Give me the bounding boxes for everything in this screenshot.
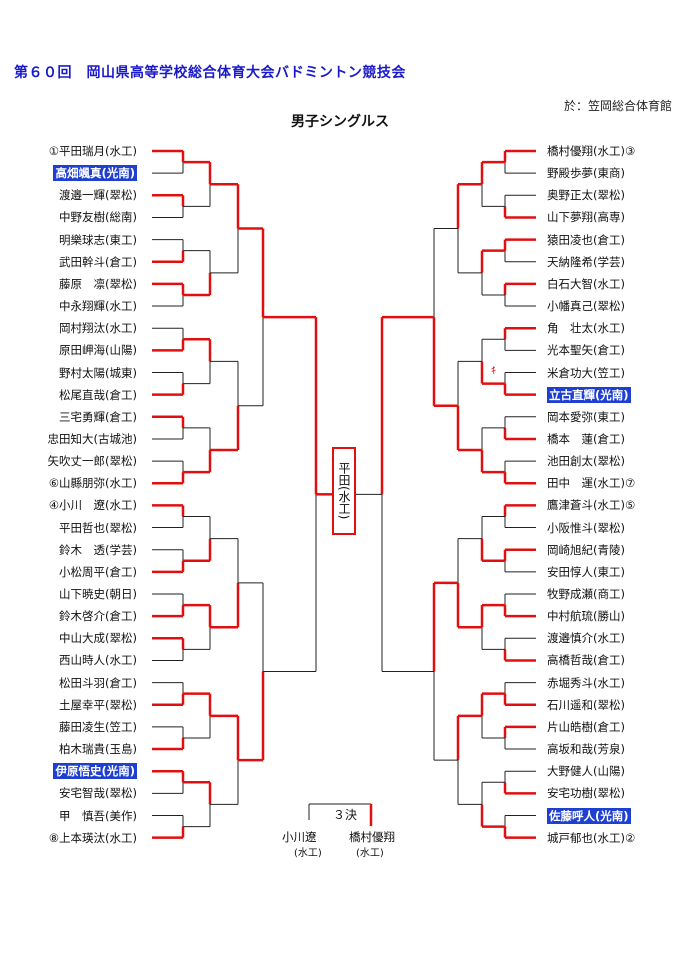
third-place-label: ３決 bbox=[332, 808, 357, 822]
right-player-32: 城戸郁也(水工)② bbox=[547, 830, 636, 845]
left-player-8: 中永翔輝(水工) bbox=[59, 299, 137, 314]
third-place-left-name: 小川遼 bbox=[282, 830, 317, 844]
right-player-4: 山下夢翔(高専) bbox=[547, 210, 625, 225]
third-place-right-affiliation: (水工) bbox=[356, 848, 384, 859]
left-player-19: 鈴木 透(学芸) bbox=[59, 542, 137, 557]
right-player-6: 天納隆希(学芸) bbox=[547, 254, 625, 269]
right-player-14: 橋本 蓮(倉工) bbox=[547, 431, 625, 446]
venue-label: 於：笠岡総合体育館 bbox=[563, 99, 672, 113]
left-player-22: 鈴木啓介(倉工) bbox=[59, 609, 137, 624]
left-player-6: 武田幹斗(倉工) bbox=[59, 254, 137, 269]
left-player-11: 野村太陽(城東) bbox=[59, 365, 137, 380]
left-player-9: 岡村翔汰(水工) bbox=[59, 321, 137, 336]
left-player-24: 西山時人(水工) bbox=[59, 653, 137, 668]
left-player-7: 藤原 凛(翠松) bbox=[59, 276, 137, 291]
right-player-17: 鷹津蒼斗(水工)⑤ bbox=[547, 498, 636, 513]
right-player-1: 橋村優翔(水工)③ bbox=[547, 144, 636, 158]
left-player-21: 山下暁史(朝日) bbox=[59, 587, 137, 601]
right-player-13: 岡本愛弥(東工) bbox=[547, 409, 625, 424]
left-player-10: 原田岬海(山陽) bbox=[59, 343, 137, 358]
page-title: 第６０回 岡山県高等学校総合体育大会バドミントン競技会 bbox=[14, 65, 406, 81]
left-player-3: 渡邉一輝(翠松) bbox=[59, 188, 137, 203]
left-player-20: 小松周平(倉工) bbox=[59, 564, 137, 579]
left-player-26: 土屋幸平(翠松) bbox=[59, 697, 137, 712]
right-player-25: 赤堀秀斗(水工) bbox=[547, 675, 625, 690]
right-player-29: 大野健人(山陽) bbox=[547, 764, 625, 779]
right-player-26: 石川遥和(翠松) bbox=[547, 697, 625, 712]
left-player-30: 安宅智哉(翠松) bbox=[59, 786, 137, 801]
right-player-16: 田中 運(水工)⑦ bbox=[547, 476, 636, 491]
right-player-3: 奥野正太(翠松) bbox=[547, 188, 625, 203]
right-player-30: 安宅功樹(翠松) bbox=[547, 786, 625, 801]
left-player-15: 矢吹丈一郎(翠松) bbox=[47, 454, 137, 469]
left-player-31: 甲 慎吾(美作) bbox=[59, 808, 137, 823]
left-player-29: 伊原悟史(光南) bbox=[53, 763, 137, 780]
right-player-8: 小幡真己(翠松) bbox=[547, 299, 625, 314]
third-place-left-affiliation: (水工) bbox=[294, 848, 322, 859]
right-player-28: 高坂和哉(芳泉) bbox=[547, 742, 625, 757]
left-player-23: 中山大成(翠松) bbox=[59, 631, 137, 646]
right-player-15: 池田創太(翠松) bbox=[547, 454, 625, 469]
right-player-10: 光本聖矢(倉工) bbox=[547, 343, 625, 358]
champion-box: 平田(水工) bbox=[332, 447, 356, 535]
right-player-31: 佐藤呼人(光南) bbox=[547, 807, 631, 824]
right-player-7: 白石大智(水工) bbox=[547, 276, 625, 291]
right-player-24: 高橋哲哉(倉工) bbox=[547, 653, 625, 668]
left-player-2: 高畑颯真(光南) bbox=[53, 165, 137, 182]
right-player-21: 牧野成瀬(商工) bbox=[547, 587, 625, 601]
left-player-1: ①平田瑞月(水工) bbox=[48, 144, 137, 158]
left-player-5: 明樂球志(東工) bbox=[59, 232, 137, 247]
left-player-4: 中野友樹(総南) bbox=[59, 210, 137, 225]
right-player-22: 中村航琉(勝山) bbox=[547, 609, 625, 624]
left-player-27: 藤田凌生(笠工) bbox=[59, 719, 137, 734]
event-title: 男子シングルス bbox=[291, 114, 389, 130]
annotation-mark: ｷ bbox=[491, 366, 496, 377]
left-player-18: 平田哲也(翠松) bbox=[59, 520, 137, 535]
left-player-25: 松田斗羽(倉工) bbox=[59, 675, 137, 690]
left-player-13: 三宅勇輝(倉工) bbox=[59, 409, 137, 424]
right-player-5: 猿田凌也(倉工) bbox=[547, 232, 625, 247]
right-player-18: 小阪惟斗(翠松) bbox=[547, 520, 625, 535]
right-player-23: 渡邉慎介(水工) bbox=[547, 631, 625, 646]
right-player-11: 米倉功大(笠工) bbox=[547, 365, 625, 380]
left-player-32: ⑧上本瑛汰(水工) bbox=[48, 830, 137, 845]
right-player-12: 立古直輝(光南) bbox=[547, 386, 631, 403]
left-player-17: ④小川 遼(水工) bbox=[48, 498, 137, 513]
left-player-16: ⑥山縣朋弥(水工) bbox=[48, 476, 137, 491]
right-player-20: 安田惇人(東工) bbox=[547, 564, 625, 579]
right-player-9: 角 壮太(水工) bbox=[547, 321, 625, 336]
right-player-27: 片山皓樹(倉工) bbox=[547, 719, 625, 734]
left-player-28: 柏木瑞貴(玉島) bbox=[59, 742, 137, 757]
right-player-2: 野殿歩夢(東商) bbox=[547, 166, 625, 181]
third-place-right-name: 橋村優翔 bbox=[349, 830, 395, 844]
right-player-19: 岡崎旭紀(青陵) bbox=[547, 542, 625, 557]
left-player-14: 忠田知大(古城池) bbox=[47, 431, 137, 446]
left-player-12: 松尾直哉(倉工) bbox=[59, 387, 137, 402]
